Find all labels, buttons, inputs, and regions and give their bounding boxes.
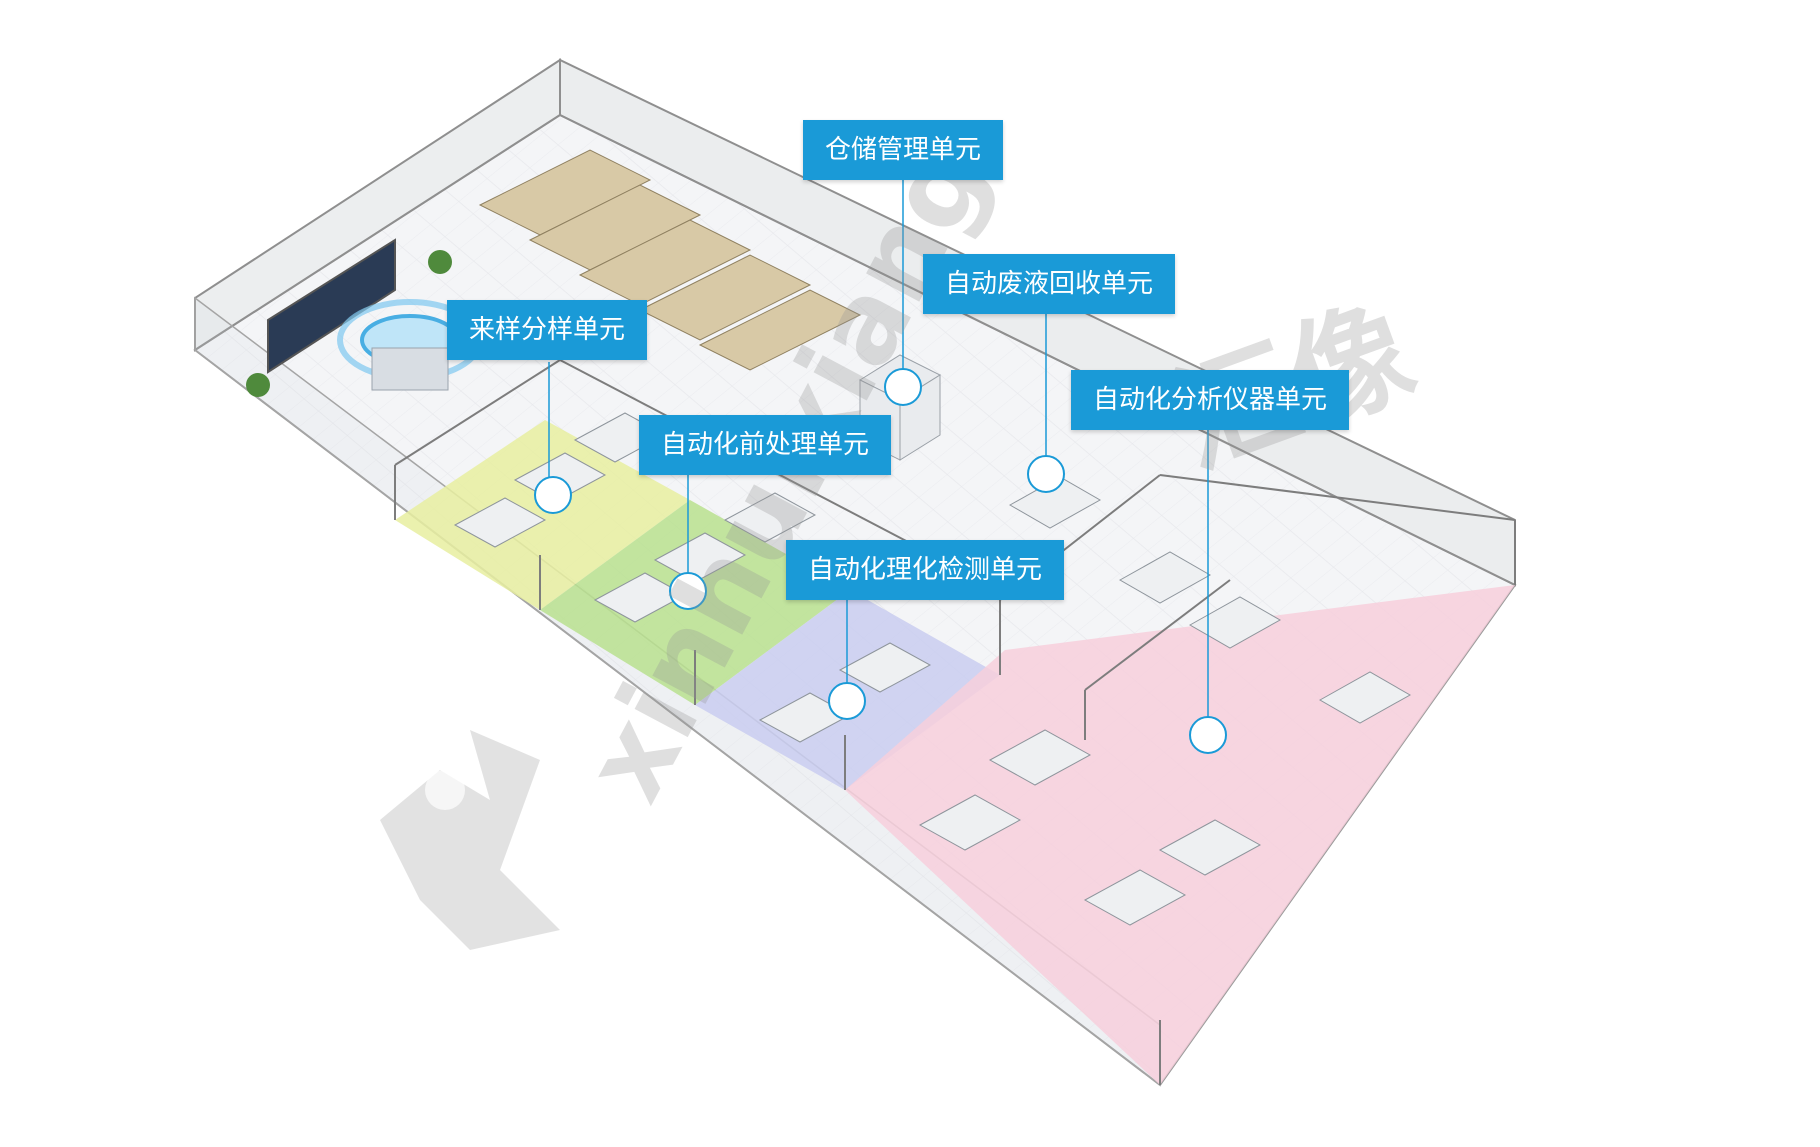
label-sampling-unit: 来样分样单元 [447, 300, 648, 360]
reception-desk [337, 299, 483, 391]
marker-warehouse [884, 368, 922, 406]
marker-waste [1027, 455, 1065, 493]
office-desks [478, 149, 862, 371]
marker-pretreatment [669, 572, 707, 610]
marker-analysis [1189, 716, 1227, 754]
label-waste-unit: 自动废液回收单元 [923, 254, 1176, 314]
video-wall [267, 238, 396, 374]
marker-sampling [534, 476, 572, 514]
leader-lines [548, 180, 1209, 730]
label-testing-unit: 自动化理化检测单元 [786, 540, 1065, 600]
marker-testing [828, 682, 866, 720]
label-pretreatment-unit: 自动化前处理单元 [639, 415, 892, 475]
watermark-logo [380, 730, 560, 950]
zone-sampling [395, 420, 690, 610]
label-analysis-unit: 自动化分析仪器单元 [1071, 370, 1350, 430]
plant-icon [246, 250, 452, 397]
label-warehouse-unit: 仓储管理单元 [803, 120, 1004, 180]
marker-circles [534, 368, 1227, 754]
